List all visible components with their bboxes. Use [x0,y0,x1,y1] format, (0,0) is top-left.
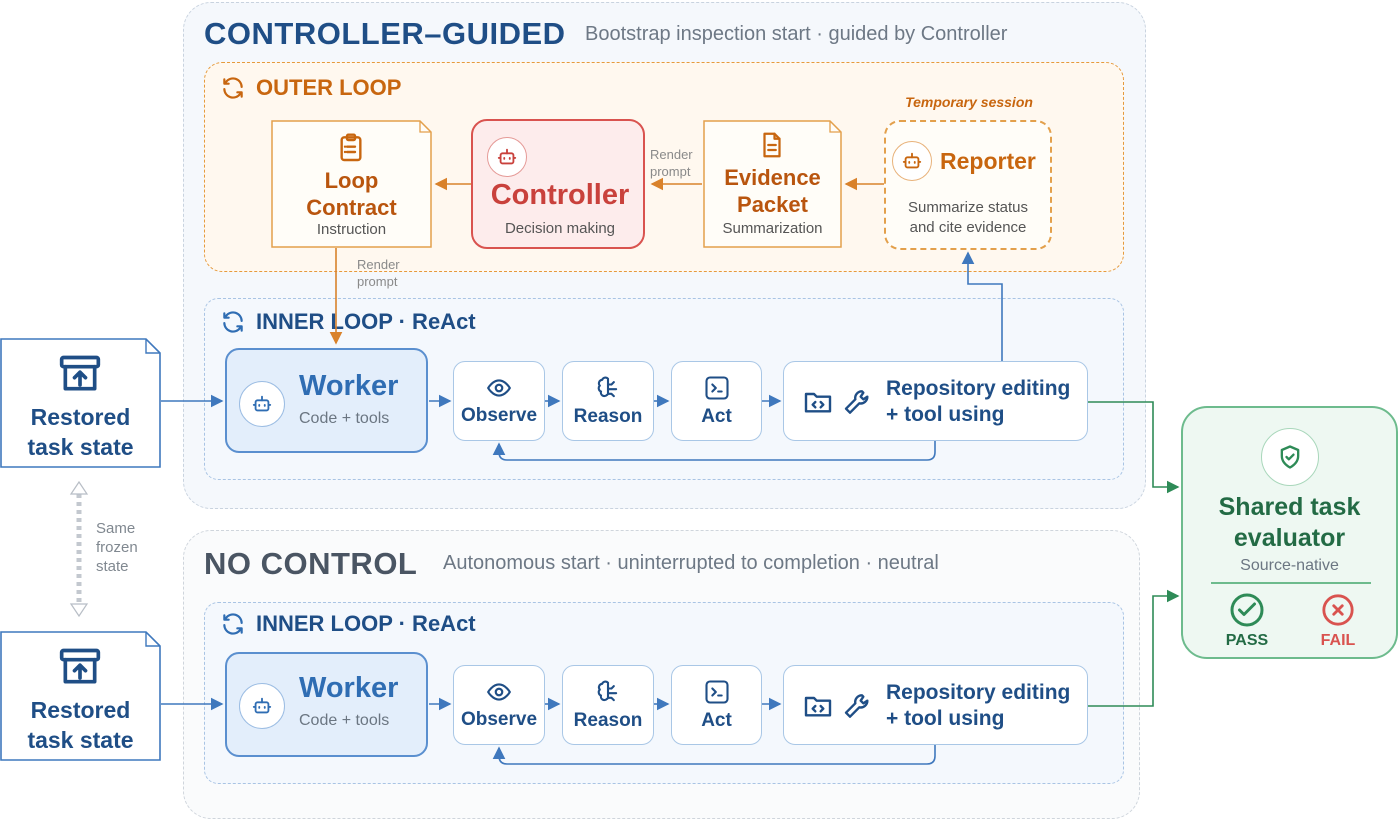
restored-task-state-bottom: Restored task state [0,631,161,761]
code-folder-icon [804,696,832,717]
shield-icon-badge [1261,428,1319,486]
arrow-repo-to-reporter [961,251,1003,362]
same-frozen-state-label: Same frozen state [96,520,138,575]
controller-guided-subtitle: Bootstrap inspection start · guided by C… [585,23,1008,45]
evidence-packet-node: Evidence Packet Summarization [703,120,842,248]
temporary-session-label: Temporary session [905,94,1033,110]
archive-upload-icon [59,648,101,684]
refresh-icon [223,77,243,99]
restored-label: Restored task state [27,404,134,460]
evaluator-title-2: evaluator [1233,524,1346,552]
worker-title: Worker [299,370,399,402]
bot-icon [252,395,272,412]
bot-icon-badge [892,141,932,181]
archive-upload-icon [59,355,101,391]
arrow-repo-back-to-observe-bottom [492,745,936,765]
worker-sub: Code + tools [299,410,390,427]
worker-node-top: Worker Code + tools [225,348,428,453]
evaluator-sub: Source-native [1240,557,1339,574]
pass-label: PASS [1225,632,1269,649]
no-control-subtitle: Autonomous start · uninterrupted to comp… [443,552,939,574]
shield-check-icon [1280,445,1300,469]
outer-loop-text: OUTER LOOP [256,75,402,100]
evaluator-title-1: Shared task [1218,493,1361,521]
controller-node: Controller Decision making [471,119,645,249]
act-label: Act [701,406,732,427]
evaluator-divider [1211,582,1371,584]
restored-task-state-top: Restored task state [0,338,161,468]
controller-sub: Decision making [504,220,616,237]
inner-loop-text: INNER LOOP · ReAct [256,309,476,334]
eye-icon [487,379,511,397]
arrow-repo-back-to-observe-top [492,441,936,461]
evidence-sub: Summarization [722,220,823,237]
act-node-bottom: Act [671,665,762,745]
code-folder-icon [804,392,832,413]
reason-node-top: Reason [562,361,654,441]
repo-label-2: + tool using [886,403,1005,426]
repo-label-1: Repository editing [886,681,1071,704]
no-control-title: NO CONTROL [204,546,418,581]
inner-loop-label-top: INNER LOOP · ReAct [220,309,476,335]
render-prompt-down-label: Render prompt [357,257,400,289]
wrench-icon [844,694,869,718]
render-prompt-top-label: Render prompt [650,147,693,179]
inner-loop-label-bottom: INNER LOOP · ReAct [220,611,476,637]
repo-node-bottom: Repository editing + tool using [783,665,1088,745]
refresh-icon [223,613,243,635]
x-circle-icon [1322,594,1354,626]
repo-node-top: Repository editing + tool using [783,361,1088,441]
bot-icon [252,697,272,714]
act-node-top: Act [671,361,762,441]
arrow-repo-top-to-evaluator [1088,401,1180,494]
check-circle-icon [1230,593,1264,627]
observe-label: Observe [460,709,538,730]
observe-node-top: Observe [453,361,545,441]
repo-label-1: Repository editing [886,377,1071,400]
reporter-node: Reporter Summarize status and cite evide… [884,120,1052,250]
shared-task-evaluator: Shared task evaluator Source-native PASS… [1181,406,1398,659]
observe-label: Observe [460,405,538,426]
reason-label: Reason [573,710,643,731]
bot-icon-badge [487,137,527,177]
evidence-title-2: Packet [737,192,808,217]
inner-loop-text: INNER LOOP · ReAct [256,611,476,636]
brain-icon [597,680,618,702]
controller-guided-title: CONTROLLER–GUIDED [204,16,566,51]
wrench-icon [844,390,869,414]
repo-label-2: + tool using [886,707,1005,730]
bot-icon-badge [239,381,285,427]
bot-icon [902,152,922,169]
clipboard-list-icon [340,133,362,162]
reporter-sub-2: and cite evidence [909,219,1027,236]
eye-icon [487,683,511,701]
reason-node-bottom: Reason [562,665,654,745]
restored-label: Restored task state [27,697,134,753]
evidence-title-1: Evidence [724,165,821,190]
worker-node-bottom: Worker Code + tools [225,652,428,757]
controller-title: Controller [490,179,630,211]
refresh-icon [223,311,243,333]
bot-icon-badge [239,683,285,729]
worker-title: Worker [299,672,399,704]
reason-label: Reason [573,406,643,427]
arrow-repo-bottom-to-evaluator [1088,589,1180,707]
document-icon [763,132,781,158]
bot-icon [497,148,517,165]
outer-loop-label: OUTER LOOP [220,75,401,101]
worker-sub: Code + tools [299,712,390,729]
reporter-title: Reporter [940,148,1036,174]
fail-label: FAIL [1320,632,1356,649]
loop-contract-title-2: Contract [306,195,397,220]
observe-node-bottom: Observe [453,665,545,745]
terminal-icon [704,680,729,704]
terminal-icon [704,376,729,400]
brain-icon [597,376,618,398]
loop-contract-sub: Instruction [316,221,387,238]
act-label: Act [701,710,732,731]
loop-contract-node: Loop Contract Instruction [271,120,432,248]
reporter-sub-1: Summarize status [907,199,1029,216]
loop-contract-title-1: Loop [324,168,379,193]
